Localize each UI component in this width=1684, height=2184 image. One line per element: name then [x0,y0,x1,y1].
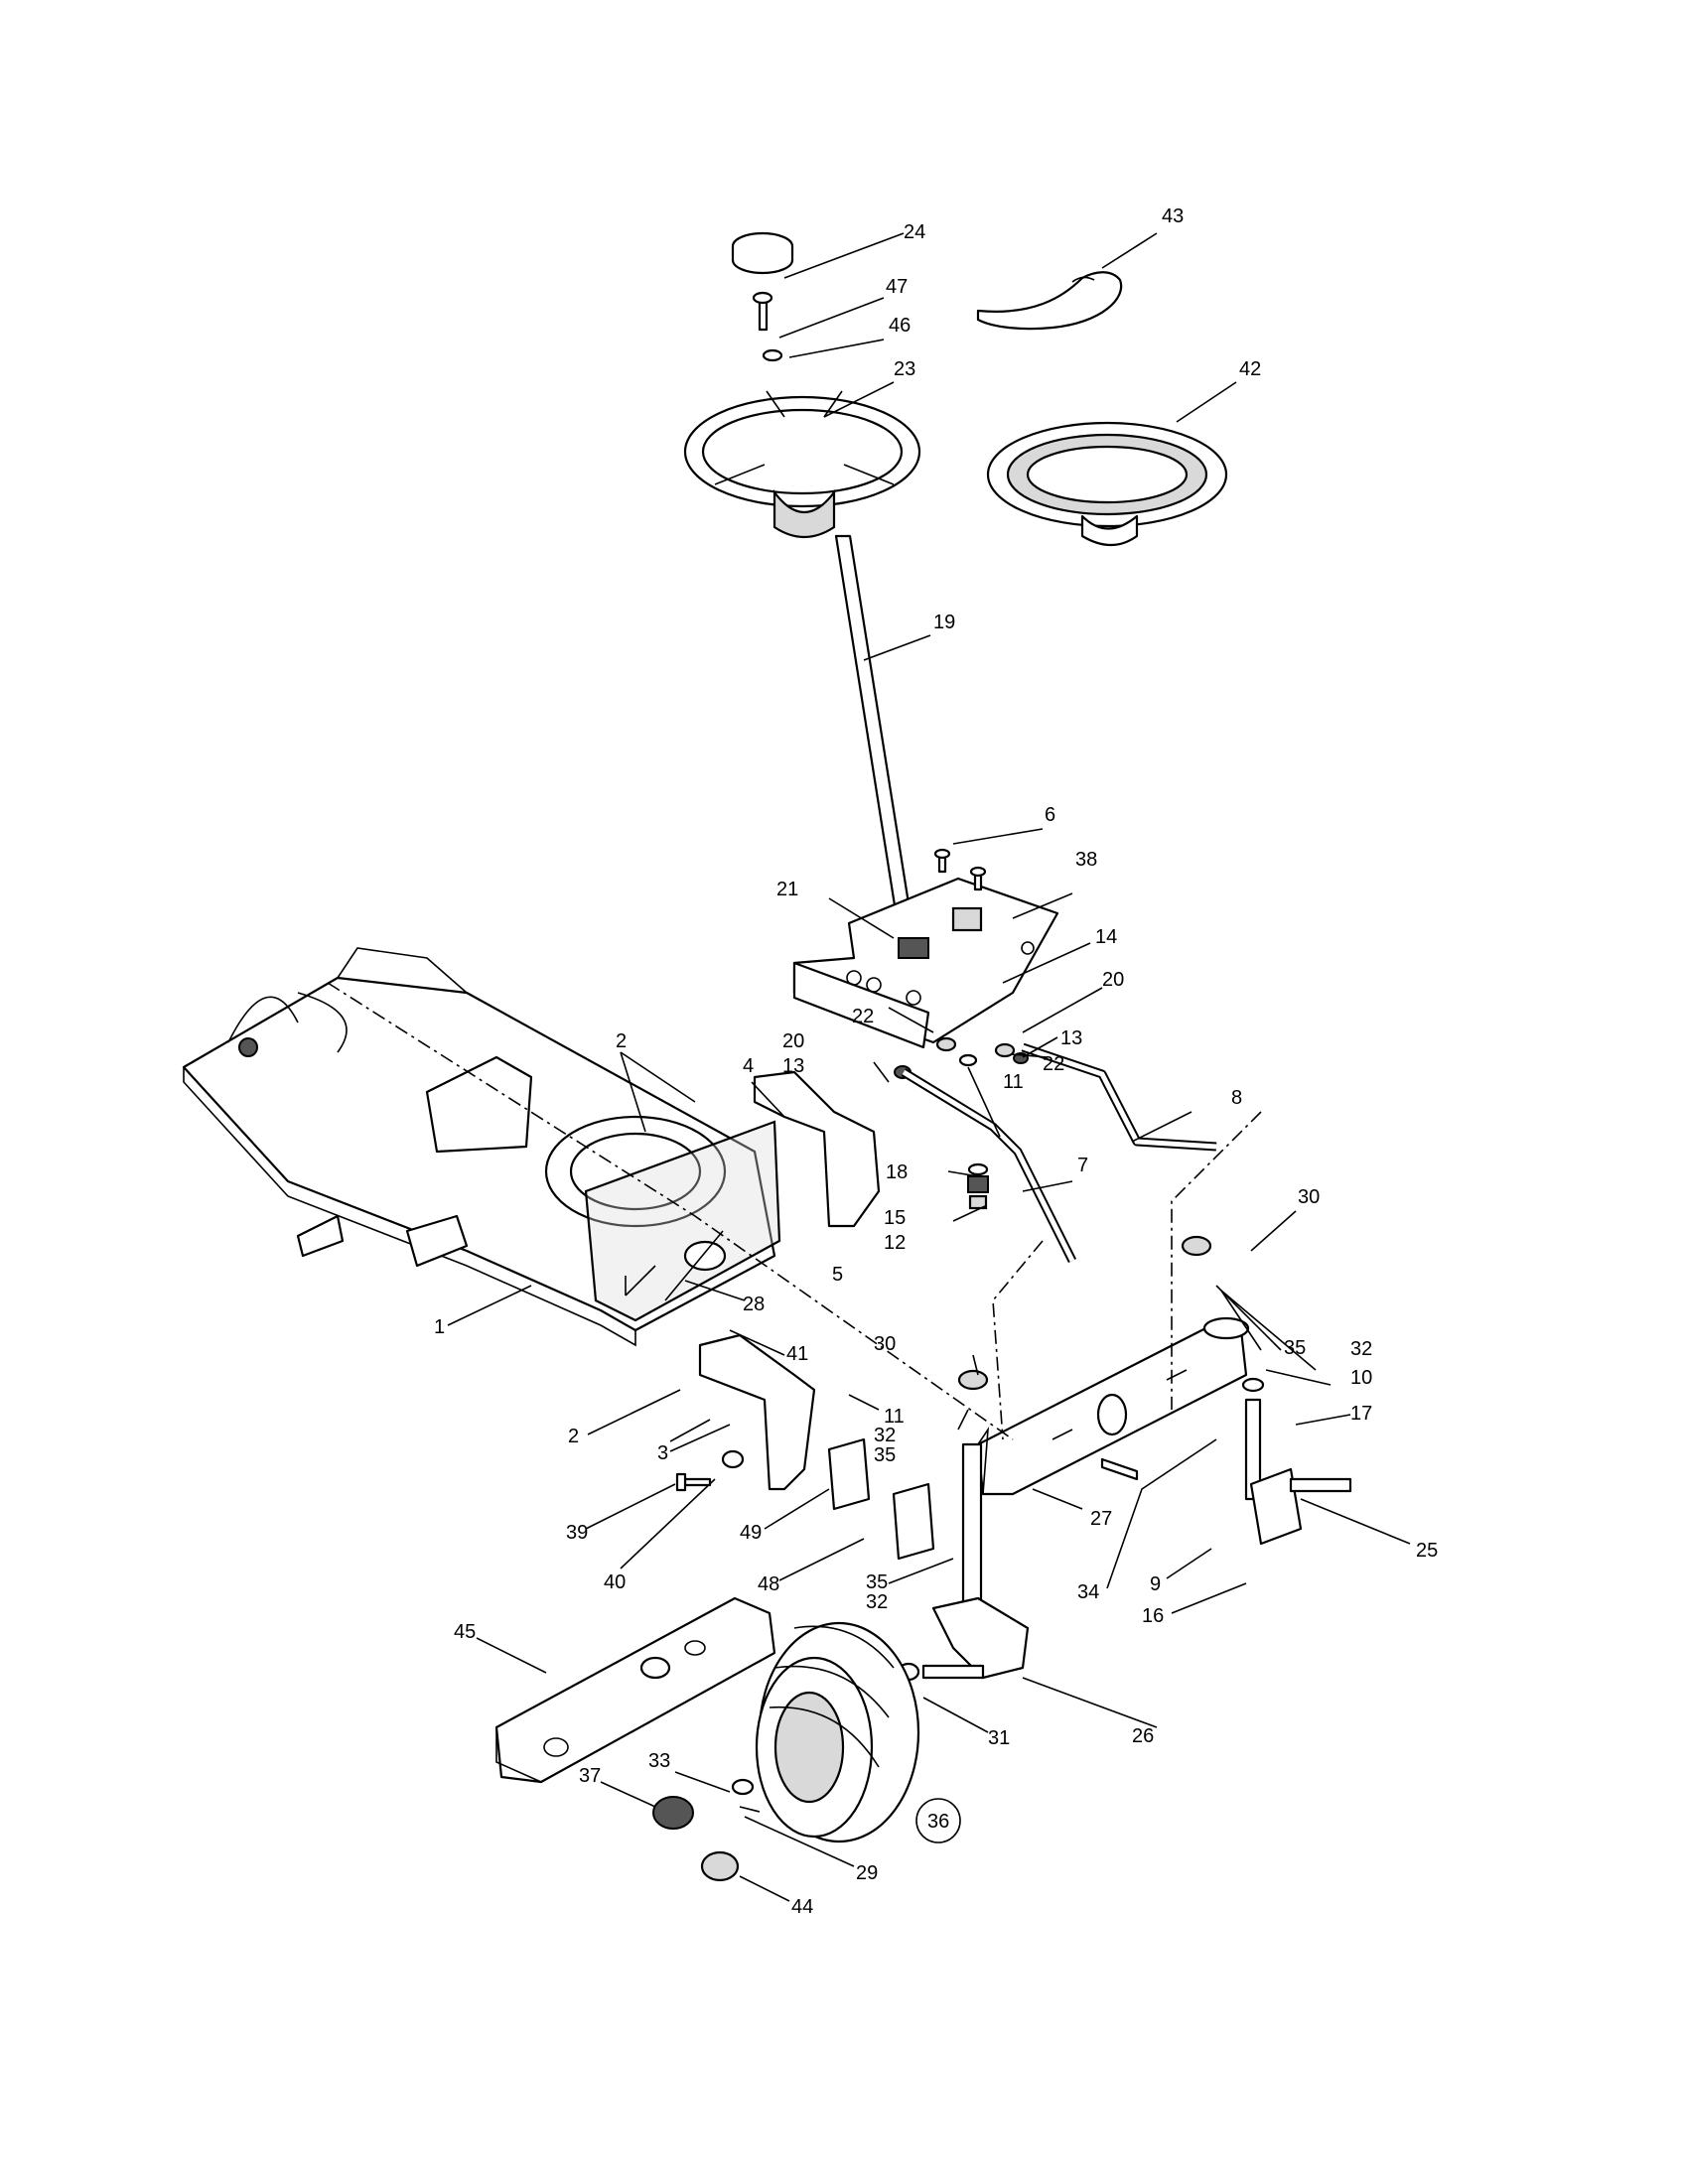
callout-38: 38 [1075,849,1097,871]
callout-35b: 35 [874,1444,896,1466]
callout-30a: 30 [1298,1186,1320,1208]
wheel-assembly-circle [915,1798,961,1843]
callout-6: 6 [1045,804,1055,826]
callout-2a: 2 [616,1030,627,1052]
callout-9: 9 [1150,1573,1161,1595]
washer-40-part [721,1449,745,1469]
callout-20b: 20 [782,1030,804,1052]
callout-41: 41 [786,1343,808,1365]
bracket-4-part [753,1070,881,1228]
callout-7: 7 [1077,1155,1088,1176]
callout-15: 15 [884,1207,906,1229]
front-axle-27-part [976,1316,1250,1496]
axle-45-part [494,1596,776,1784]
leader-lines [447,232,1411,1902]
cap-30-part [957,1235,1212,1391]
callout-22b: 22 [1043,1053,1064,1075]
callout-32b: 32 [874,1425,896,1446]
callout-13a: 13 [1060,1027,1082,1049]
bracket-3-part [698,1333,816,1491]
callout-22a: 22 [852,1006,874,1027]
spindle-26-part [897,1442,1030,1682]
callout-32a: 32 [1350,1338,1372,1360]
callout-1: 1 [434,1316,445,1338]
callout-36: 36 [927,1811,949,1833]
bolt-39-part [675,1472,712,1492]
bolt-6-part [933,848,987,891]
bolt-47-part [752,291,773,332]
callout-labels: 24 43 47 46 23 42 19 6 38 21 14 20 22 13… [434,205,1438,1918]
cap-44-part [700,1850,740,1882]
callout-11a: 11 [1003,1071,1024,1093]
callout-3: 3 [657,1442,668,1464]
drag-link-7-part [901,1068,1077,1264]
callout-35a: 35 [1284,1337,1306,1359]
callout-5: 5 [832,1264,843,1286]
callout-19: 19 [933,612,955,633]
callout-18: 18 [886,1161,908,1183]
callout-17: 17 [1350,1403,1372,1425]
drag-link-8-part [1021,1042,1217,1152]
spindle-25-part [1241,1377,1352,1546]
callout-25: 25 [1416,1540,1438,1562]
callout-29: 29 [856,1862,878,1884]
sleeve-48-part [892,1482,935,1561]
callout-40: 40 [604,1571,626,1593]
hub-cap-37-part [652,1796,694,1830]
callout-21: 21 [776,879,798,900]
ball-joint-part [967,1162,989,1210]
callout-10: 10 [1350,1367,1372,1389]
callout-32c: 32 [866,1591,888,1613]
callout-49: 49 [740,1522,762,1544]
callout-13b: 13 [782,1055,804,1077]
callout-16: 16 [1142,1605,1164,1627]
callout-48: 48 [758,1573,779,1595]
center-lines [327,982,1262,1440]
callout-2b: 2 [568,1426,579,1447]
callout-20a: 20 [1102,969,1124,991]
callout-30b: 30 [874,1333,896,1355]
callout-34: 34 [1077,1581,1099,1603]
callout-37: 37 [579,1765,601,1787]
callout-23: 23 [894,358,915,380]
frame-1-part [182,947,781,1347]
callout-33: 33 [648,1750,670,1772]
callout-44: 44 [791,1896,813,1918]
callout-12: 12 [884,1232,906,1254]
callout-28: 28 [743,1294,765,1315]
steering-bracket-38-part [792,877,1059,1049]
callout-47: 47 [886,276,908,298]
callout-45: 45 [454,1621,476,1643]
pin-29-part [739,1806,761,1813]
steering-wheel-23-part [683,390,921,538]
callout-42: 42 [1239,358,1261,380]
sleeve-49-part [827,1437,871,1511]
wheel-36-part [755,1621,920,1843]
steering-cap-part [731,231,794,275]
callout-27: 27 [1090,1508,1112,1530]
callout-4: 4 [743,1055,754,1077]
callout-14: 14 [1095,926,1117,948]
callout-46: 46 [889,315,911,337]
callout-43: 43 [1162,205,1184,227]
steering-wheel-42-part [986,421,1228,547]
callout-26: 26 [1132,1725,1154,1747]
callout-11b: 11 [884,1406,905,1428]
callout-24: 24 [904,221,925,243]
callout-39: 39 [566,1522,588,1544]
steering-shaft-19-part [834,534,911,907]
callout-35c: 35 [866,1571,888,1593]
washer-33-part [731,1778,755,1796]
washer-46-part [762,348,783,362]
wheel-cover-43-part [976,271,1123,331]
pin-34-part [1100,1457,1139,1481]
callout-8: 8 [1231,1087,1242,1109]
callout-31: 31 [988,1727,1010,1749]
